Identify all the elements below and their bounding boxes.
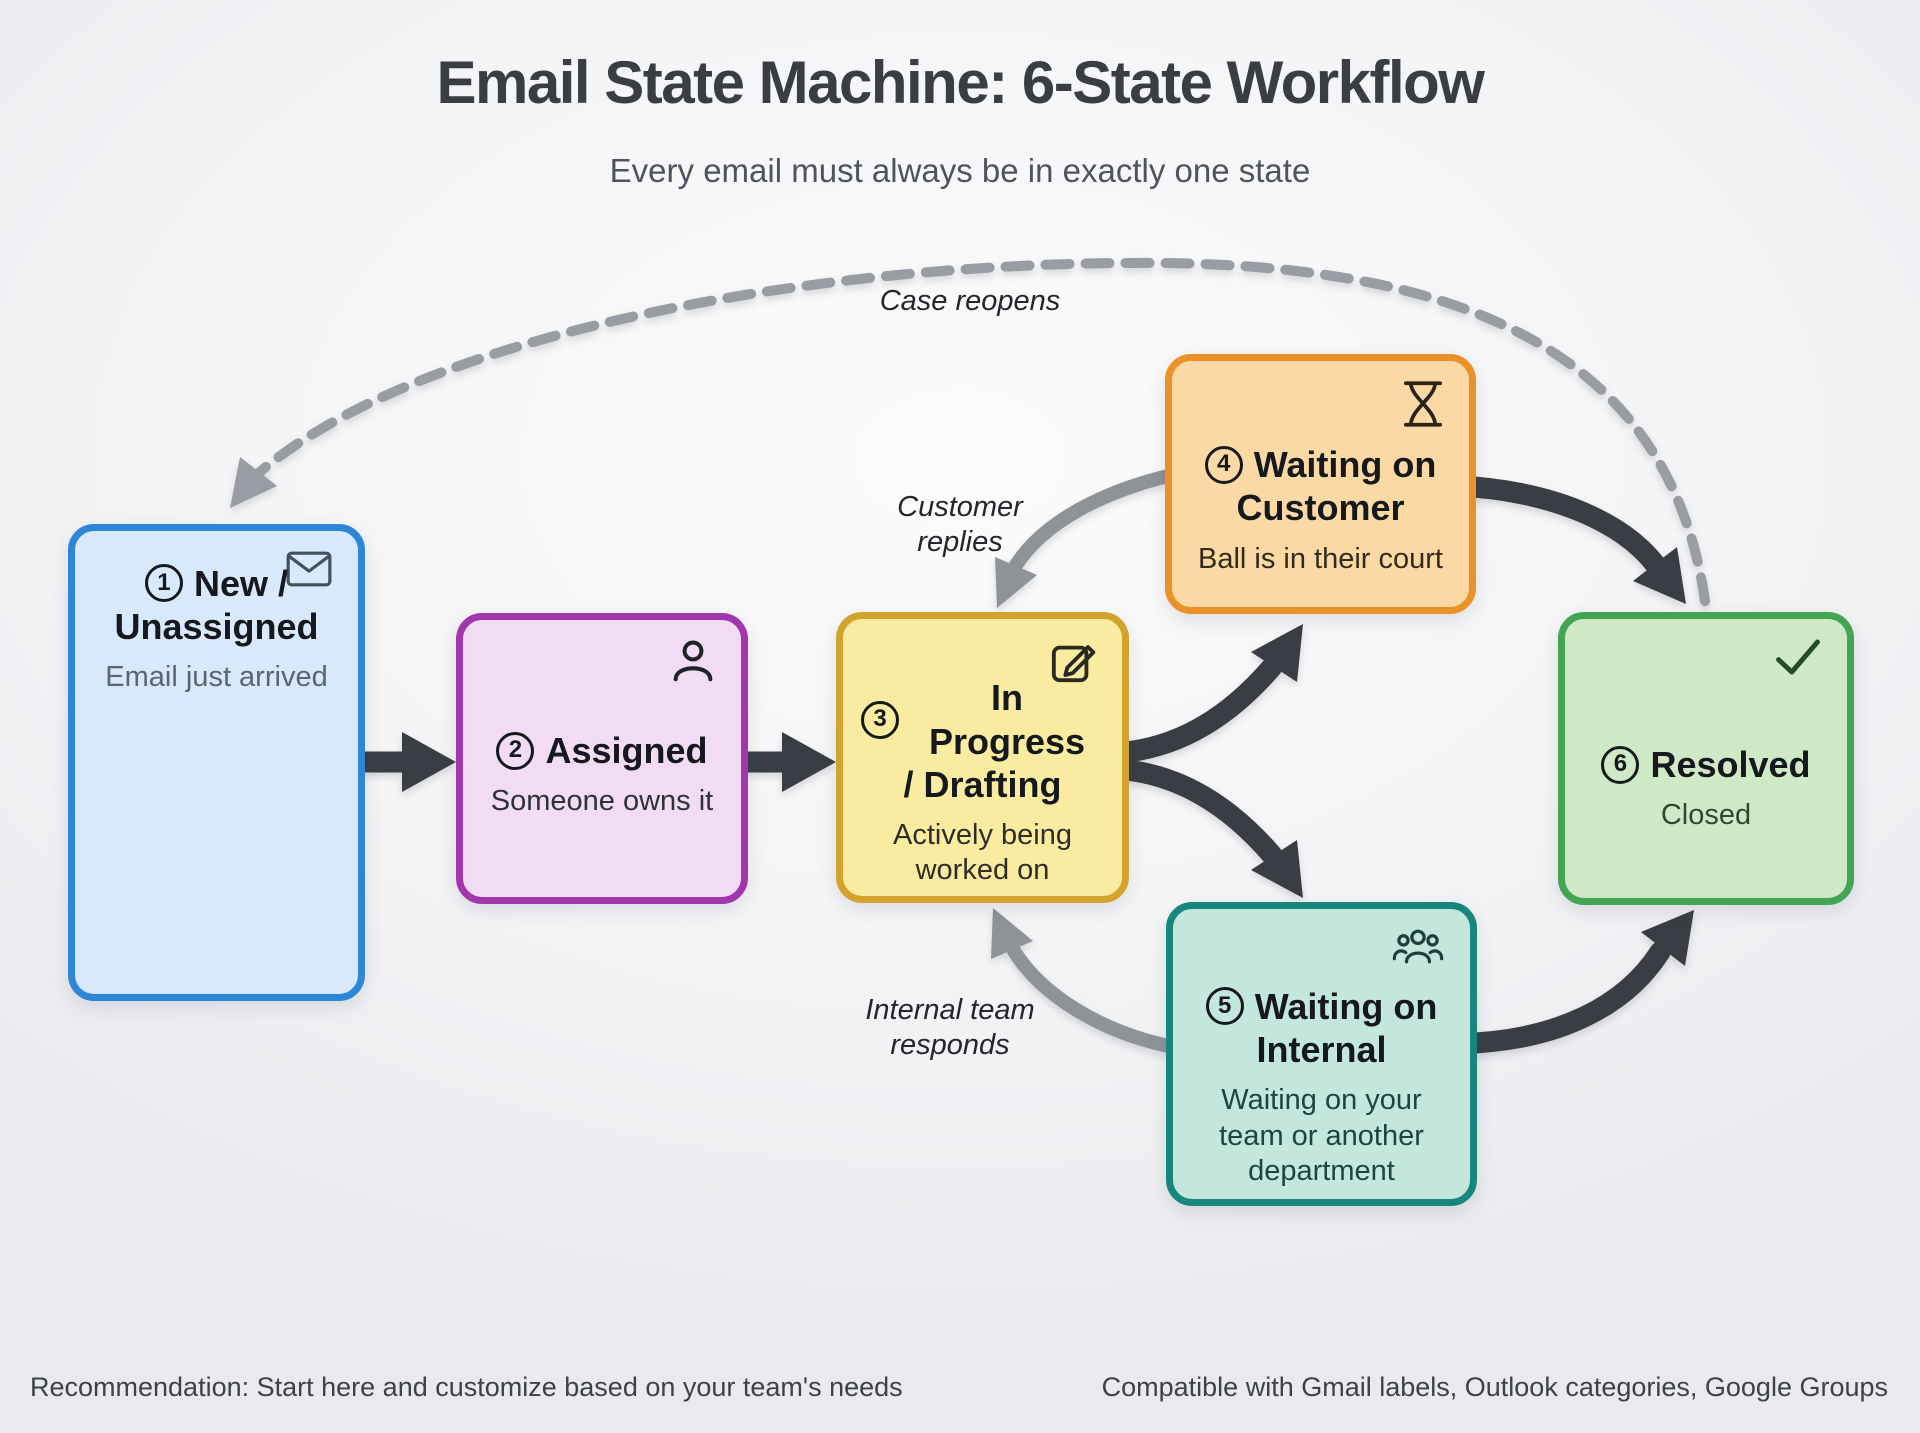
arrow-internal-to-resolved bbox=[1464, 910, 1694, 1054]
state-number-badge: 5 bbox=[1205, 987, 1244, 1026]
page-subtitle: Every email must always be in exactly on… bbox=[609, 152, 1311, 189]
state-description: Email just arrived bbox=[105, 661, 328, 693]
arrow-internal-to-progress bbox=[991, 908, 1176, 1053]
state-description: Actively being worked on bbox=[893, 818, 1072, 887]
arrow-resolved-to-new-dashed bbox=[230, 257, 1710, 606]
state-description: Ball is in their court bbox=[1198, 542, 1443, 575]
arrow-customer-to-resolved bbox=[1463, 476, 1686, 604]
label-internal-team-responds: Internal team responds bbox=[865, 994, 1035, 1062]
label-case-reopens: Case reopens bbox=[879, 285, 1061, 317]
arrow-new-to-assigned bbox=[360, 732, 456, 792]
footer-recommendation: Recommendation: Start here and customize… bbox=[30, 1372, 903, 1402]
arrow-progress-to-customer bbox=[1115, 624, 1303, 763]
state-number-badge: 3 bbox=[861, 700, 899, 739]
state-number-badge: 6 bbox=[1601, 745, 1640, 784]
state-number-badge: 1 bbox=[144, 564, 183, 603]
state-number-badge: 4 bbox=[1204, 445, 1243, 484]
arrow-progress-to-internal bbox=[1115, 759, 1303, 898]
edit-icon bbox=[1050, 639, 1096, 685]
footer-compatibility: Compatible with Gmail labels, Outlook ca… bbox=[1101, 1372, 1888, 1402]
state-description: Someone owns it bbox=[490, 785, 714, 818]
arrow-assigned-to-progress bbox=[745, 732, 836, 792]
envelope-icon bbox=[286, 551, 332, 587]
state-description: Closed bbox=[1660, 799, 1752, 832]
state-number-badge: 2 bbox=[496, 731, 535, 770]
page-title: Email State Machine: 6-State Workflow bbox=[436, 49, 1485, 116]
check-icon bbox=[1775, 639, 1821, 675]
hourglass-icon bbox=[1403, 381, 1443, 427]
people-icon bbox=[1392, 929, 1444, 967]
person-icon bbox=[671, 640, 715, 682]
arrow-customer-to-progress bbox=[995, 469, 1175, 608]
state-description: Waiting on your team or another departme… bbox=[1219, 1084, 1424, 1187]
label-customer-replies: Customer replies bbox=[897, 491, 1023, 559]
